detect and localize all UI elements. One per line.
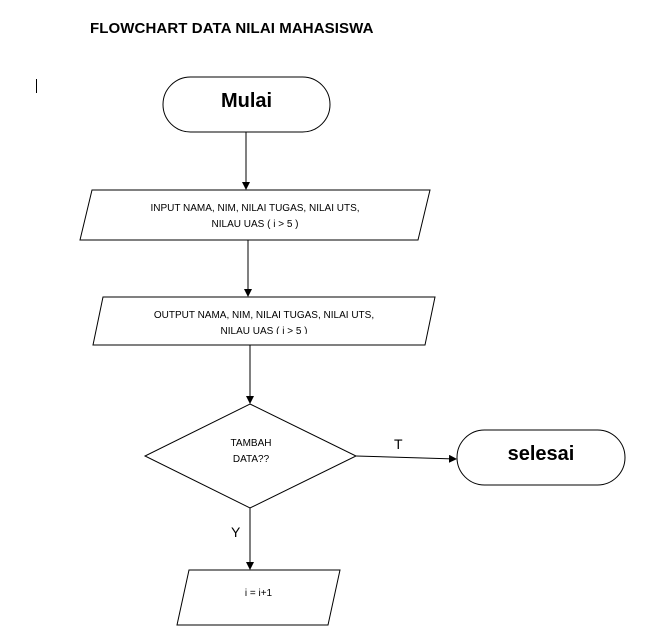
edge-label-true: Y	[231, 524, 241, 540]
start-label: Mulai	[220, 90, 273, 112]
input-parallelogram	[79, 189, 431, 241]
output-parallelogram	[92, 296, 436, 346]
output-label-line2: NILAU UAS ( i > 5 )	[220, 326, 308, 334]
increment-label: i = i+1	[244, 588, 273, 599]
edge-label-false: T	[394, 436, 403, 452]
end-label: selesai	[507, 443, 575, 465]
end-terminal	[456, 429, 626, 486]
input-label-line1: INPUT NAMA, NIM, NILAI TUGAS, NILAI UTS,	[150, 203, 360, 214]
arrow-decision-to-end	[355, 454, 457, 463]
text-cursor	[36, 79, 37, 93]
decision-label-line1: TAMBAH	[230, 438, 272, 449]
decision-label-line2: DATA??	[232, 454, 270, 465]
output-label-line1: OUTPUT NAMA, NIM, NILAI TUGAS, NILAI UTS…	[153, 310, 375, 321]
increment-parallelogram	[176, 569, 341, 626]
input-label-line2: NILAU UAS ( i > 5 )	[211, 219, 299, 230]
page-title: FLOWCHART DATA NILAI MAHASISWA	[90, 20, 374, 37]
